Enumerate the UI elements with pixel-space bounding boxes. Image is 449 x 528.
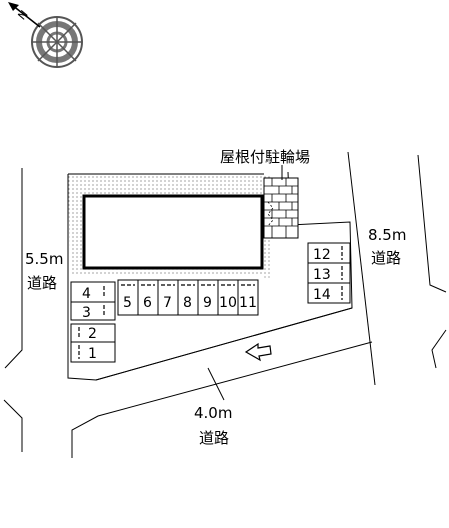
parking-space-10: 10 [219,295,237,311]
parking-space-13: 13 [313,267,331,283]
building [82,194,264,270]
parking-space-8: 8 [183,295,192,311]
parking-space-5: 5 [123,295,132,311]
road-right-width: 8.5m [368,226,406,244]
parking-space-9: 9 [203,295,212,311]
parking-space-11: 11 [239,295,257,311]
road-left [3,168,23,452]
covered-bike-parking-label: 屋根付駐輪場 [220,148,310,166]
parking-space-7: 7 [163,295,172,311]
road-right [347,151,447,386]
parking-space-12: 12 [313,247,331,263]
parking-right-column [307,242,351,304]
road-bottom-width: 4.0m [194,404,232,422]
north-label: N [15,8,30,23]
parking-bottom-row [117,279,259,316]
compass-icon [8,2,83,68]
parking-space-4: 4 [82,286,91,302]
arrow-left-outline-icon [244,342,272,362]
parking-space-2: 2 [88,326,97,342]
parking-space-6: 6 [143,295,152,311]
parking-space-3: 3 [82,305,91,321]
road-left-width: 5.5m [25,250,63,268]
parking-space-1: 1 [88,346,97,362]
road-right-name: 道路 [371,249,401,267]
covered-bike-parking-area [263,177,299,239]
parking-space-14: 14 [313,287,331,303]
road-left-name: 道路 [27,274,57,292]
road-bottom-name: 道路 [199,429,229,447]
